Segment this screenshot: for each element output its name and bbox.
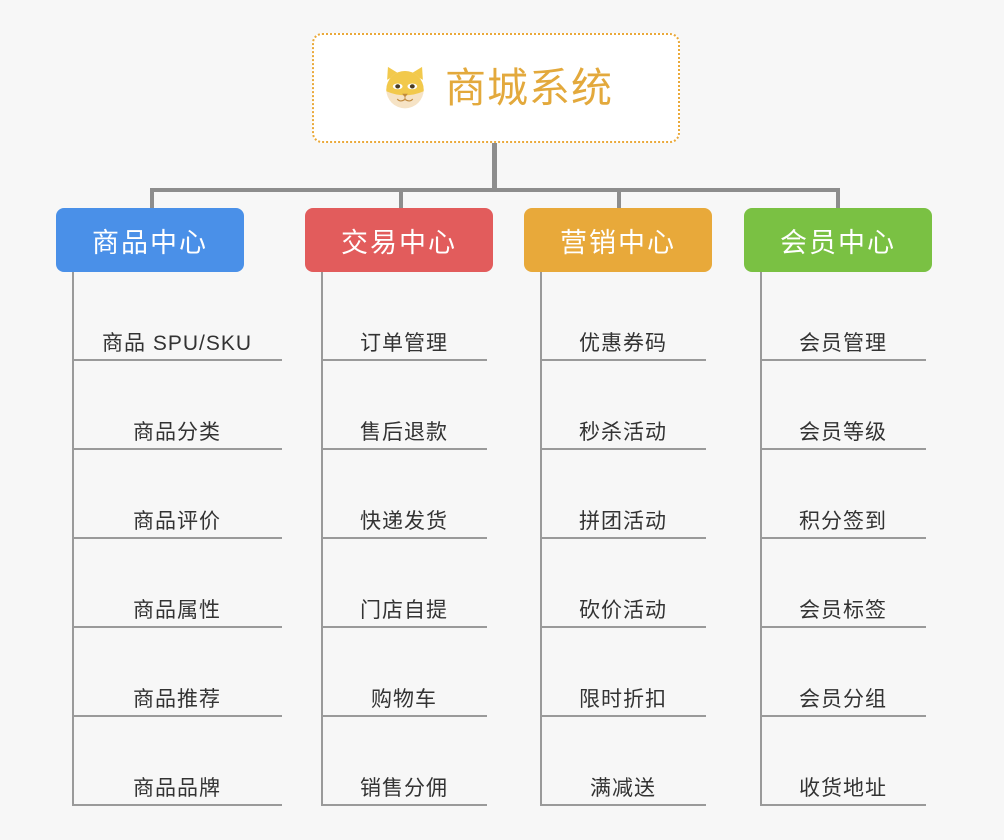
column-trunk-1 bbox=[72, 272, 74, 806]
leaf-label: 购物车 bbox=[371, 687, 437, 711]
leaf-item[interactable]: 积分签到 bbox=[760, 450, 926, 539]
leaf-item[interactable]: 商品属性 bbox=[72, 539, 282, 628]
category-column-4: 会员中心 会员管理 会员等级 积分签到 会员标签 会员分组 收货地址 bbox=[744, 208, 932, 806]
leaf-item[interactable]: 商品品牌 bbox=[72, 717, 282, 806]
leaf-list-4: 会员管理 会员等级 积分签到 会员标签 会员分组 收货地址 bbox=[760, 272, 926, 806]
leaf-list-1: 商品 SPU/SKU 商品分类 商品评价 商品属性 商品推荐 商品品牌 bbox=[72, 272, 282, 806]
leaf-label: 满减送 bbox=[590, 776, 656, 800]
leaf-label: 商品属性 bbox=[133, 598, 221, 622]
leaf-list-2: 订单管理 售后退款 快递发货 门店自提 购物车 销售分佣 bbox=[321, 272, 487, 806]
leaf-item[interactable]: 商品推荐 bbox=[72, 628, 282, 717]
leaf-item[interactable]: 会员分组 bbox=[760, 628, 926, 717]
category-header-label-1: 商品中心 bbox=[92, 227, 208, 258]
leaf-item[interactable]: 门店自提 bbox=[321, 539, 487, 628]
category-header-2[interactable]: 交易中心 bbox=[305, 208, 493, 272]
leaf-label: 销售分佣 bbox=[360, 776, 448, 800]
connector-horizontal-bus bbox=[152, 188, 838, 192]
leaf-item[interactable]: 会员管理 bbox=[760, 272, 926, 361]
leaf-label: 优惠券码 bbox=[579, 331, 667, 355]
leaf-label: 商品 SPU/SKU bbox=[101, 331, 253, 355]
connector-drop-2 bbox=[399, 188, 403, 210]
category-column-1: 商品中心 商品 SPU/SKU 商品分类 商品评价 商品属性 商品推荐 商品品牌 bbox=[56, 208, 282, 806]
leaf-item[interactable]: 满减送 bbox=[540, 717, 706, 806]
leaf-label: 会员标签 bbox=[799, 598, 887, 622]
leaf-label: 商品品牌 bbox=[133, 776, 221, 800]
category-header-label-2: 交易中心 bbox=[341, 227, 457, 258]
leaf-label: 砍价活动 bbox=[579, 598, 667, 622]
leaf-item[interactable]: 商品分类 bbox=[72, 361, 282, 450]
connector-root-vertical bbox=[492, 143, 497, 191]
leaf-label: 限时折扣 bbox=[579, 687, 667, 711]
leaf-item[interactable]: 优惠券码 bbox=[540, 272, 706, 361]
leaf-item[interactable]: 限时折扣 bbox=[540, 628, 706, 717]
leaf-label: 商品分类 bbox=[133, 420, 221, 444]
leaf-list-3: 优惠券码 秒杀活动 拼团活动 砍价活动 限时折扣 满减送 bbox=[540, 272, 706, 806]
leaf-label: 拼团活动 bbox=[579, 509, 667, 533]
root-node[interactable]: 商城系统 bbox=[312, 33, 680, 143]
leaf-item[interactable]: 购物车 bbox=[321, 628, 487, 717]
category-column-2: 交易中心 订单管理 售后退款 快递发货 门店自提 购物车 销售分佣 bbox=[305, 208, 493, 806]
leaf-label: 积分签到 bbox=[799, 509, 887, 533]
leaf-label: 会员等级 bbox=[799, 420, 887, 444]
leaf-item[interactable]: 会员等级 bbox=[760, 361, 926, 450]
connector-drop-4 bbox=[836, 188, 840, 210]
leaf-item[interactable]: 快递发货 bbox=[321, 450, 487, 539]
leaf-item[interactable]: 秒杀活动 bbox=[540, 361, 706, 450]
category-header-4[interactable]: 会员中心 bbox=[744, 208, 932, 272]
leaf-label: 门店自提 bbox=[360, 598, 448, 622]
column-trunk-4 bbox=[760, 272, 762, 806]
leaf-item[interactable]: 售后退款 bbox=[321, 361, 487, 450]
connector-drop-1 bbox=[150, 188, 154, 210]
leaf-label: 商品推荐 bbox=[133, 687, 221, 711]
leaf-label: 订单管理 bbox=[360, 331, 448, 355]
leaf-item[interactable]: 拼团活动 bbox=[540, 450, 706, 539]
shiba-dog-icon bbox=[386, 66, 424, 109]
leaf-item[interactable]: 订单管理 bbox=[321, 272, 487, 361]
category-header-label-3: 营销中心 bbox=[560, 227, 676, 258]
leaf-item[interactable]: 会员标签 bbox=[760, 539, 926, 628]
leaf-label: 会员管理 bbox=[799, 331, 887, 355]
category-header-3[interactable]: 营销中心 bbox=[524, 208, 712, 272]
leaf-item[interactable]: 砍价活动 bbox=[540, 539, 706, 628]
connector-drop-3 bbox=[617, 188, 621, 210]
category-column-3: 营销中心 优惠券码 秒杀活动 拼团活动 砍价活动 限时折扣 满减送 bbox=[524, 208, 712, 806]
leaf-label: 售后退款 bbox=[360, 420, 448, 444]
leaf-label: 快递发货 bbox=[360, 509, 448, 533]
leaf-label: 收货地址 bbox=[799, 776, 887, 800]
column-trunk-3 bbox=[540, 272, 542, 806]
category-header-1[interactable]: 商品中心 bbox=[56, 208, 244, 272]
category-header-label-4: 会员中心 bbox=[780, 227, 896, 258]
leaf-item[interactable]: 收货地址 bbox=[760, 717, 926, 806]
leaf-label: 秒杀活动 bbox=[579, 420, 667, 444]
leaf-label: 会员分组 bbox=[799, 687, 887, 711]
column-trunk-2 bbox=[321, 272, 323, 806]
leaf-item[interactable]: 商品 SPU/SKU bbox=[72, 272, 282, 361]
leaf-label: 商品评价 bbox=[133, 509, 221, 533]
leaf-item[interactable]: 销售分佣 bbox=[321, 717, 487, 806]
root-title: 商城系统 bbox=[445, 64, 613, 111]
leaf-item[interactable]: 商品评价 bbox=[72, 450, 282, 539]
